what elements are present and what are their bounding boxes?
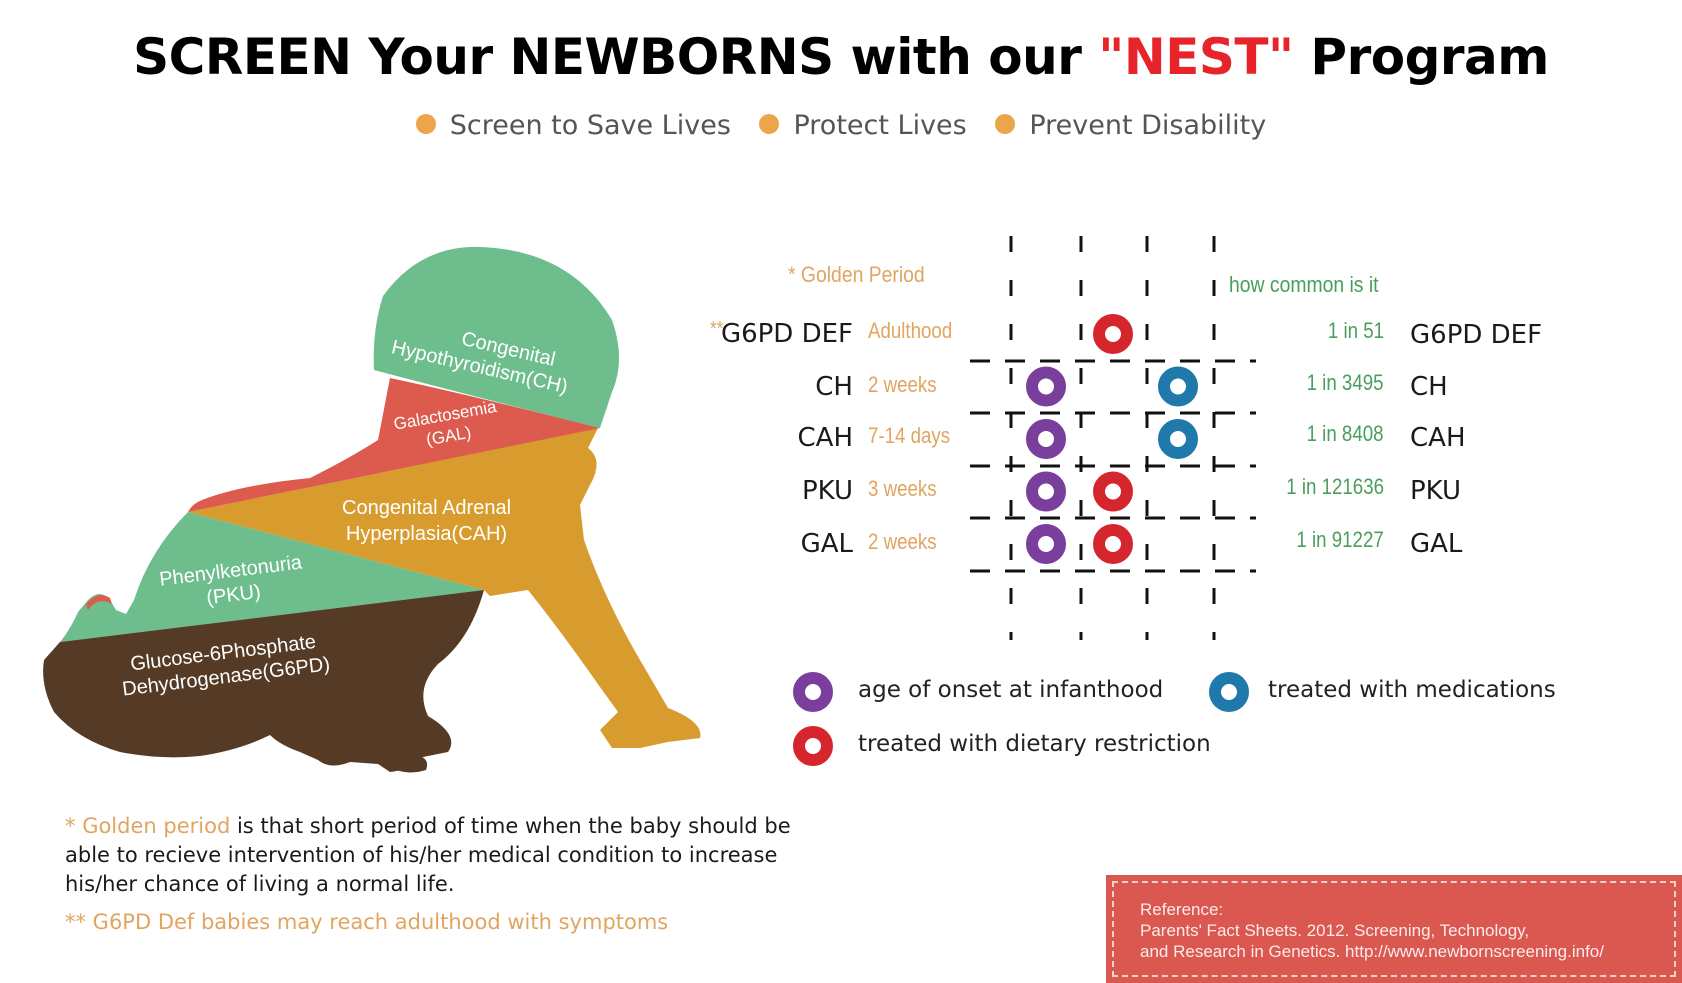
footnote-text-1: is that short period of time when the ba…: [230, 814, 791, 838]
row-name: CAH: [797, 423, 854, 453]
reference-line-2: and Research in Genetics. http://www.new…: [1140, 942, 1604, 961]
row-frequency: 1 in 51: [1327, 318, 1384, 343]
golden-period-footnote: * Golden period is that short period of …: [65, 812, 865, 899]
bullet-dot-icon: [759, 114, 780, 134]
baby-body-cah: [188, 428, 701, 748]
tagline-text: Screen to Save Lives: [449, 110, 731, 141]
row-frequency: 1 in 91227: [1296, 527, 1384, 552]
how-common-header: how common is it: [1229, 272, 1379, 297]
grid-horizontals: [970, 359, 1256, 573]
row-period: 2 weeks: [868, 529, 937, 554]
ring-medications-icon: [1158, 366, 1198, 407]
bullet-dot-icon: [995, 114, 1016, 134]
ring-infanthood-icon: [1026, 524, 1066, 564]
label-cah: Congenital Adrenal Hyperplasia(CAH): [342, 495, 511, 547]
reference-border: Reference: Parents' Fact Sheets. 2012. S…: [1112, 881, 1676, 977]
footnote-line-1: * Golden period is that short period of …: [65, 812, 865, 841]
tagline-1: Screen to Save Lives: [415, 110, 731, 141]
row-name-right: PKU: [1410, 476, 1462, 506]
row-period: 2 weeks: [868, 372, 937, 397]
footnote-line-3: his/her chance of living a normal life.: [65, 872, 455, 896]
row-name: CH: [815, 372, 853, 402]
title-post: Program: [1293, 28, 1549, 86]
row-period: 7-14 days: [868, 423, 951, 448]
ring-infanthood-icon: [1026, 419, 1066, 459]
row-name-right: CH: [1410, 372, 1448, 402]
row-name-right: G6PD DEF: [1410, 320, 1543, 350]
baby-toes: [380, 756, 428, 773]
ring-dietary-icon: [1093, 314, 1133, 354]
page-title: SCREEN Your NEWBORNS with our "NEST" Pro…: [0, 28, 1682, 86]
baby-band-gal: [188, 378, 600, 512]
golden-marker: *: [788, 262, 796, 287]
ring-dietary-icon: [1093, 471, 1133, 512]
taglines: Screen to Save Lives Protect Lives Preve…: [0, 110, 1682, 141]
reference-line-1: Parents' Fact Sheets. 2012. Screening, T…: [1140, 921, 1530, 940]
tagline-2: Protect Lives: [759, 110, 967, 141]
ring-infanthood-icon: [1026, 471, 1066, 512]
ring-medications-icon: [1158, 419, 1198, 459]
baby-segment-g6pd: [43, 590, 484, 772]
title-highlight: "NEST": [1098, 28, 1294, 86]
footnote-star: *: [65, 814, 76, 838]
row-frequency: 1 in 8408: [1307, 421, 1384, 446]
footnote-term: Golden period: [82, 814, 231, 838]
label-cah-line1: Congenital Adrenal: [342, 497, 512, 519]
baby-accent: [86, 595, 112, 610]
row-frequency: 1 in 121636: [1286, 474, 1384, 499]
golden-period-header: * Golden Period: [788, 262, 925, 288]
row-name-right: CAH: [1410, 423, 1466, 453]
g6pd-footnote: ** G6PD Def babies may reach adulthood w…: [65, 910, 669, 934]
label-cah-line2: Hyperplasia(CAH): [345, 523, 508, 545]
baby-segment-pku: [60, 512, 484, 642]
legend-dietary-ring-icon: [793, 726, 833, 766]
row-name-right: GAL: [1410, 529, 1463, 559]
legend-dietary: treated with dietary restriction: [858, 731, 1211, 757]
row-name: PKU: [801, 476, 853, 506]
row-name: GAL: [800, 529, 853, 559]
ring-dietary-icon: [1093, 524, 1133, 564]
footnote-line-2: able to recieve intervention of his/her …: [65, 843, 778, 867]
legend-medications: treated with medications: [1268, 677, 1556, 703]
ring-infanthood-icon: [1026, 366, 1066, 407]
row-frequency: 1 in 3495: [1307, 370, 1384, 395]
tagline-text: Prevent Disability: [1029, 110, 1267, 141]
legend-infanthood: age of onset at infanthood: [858, 677, 1164, 703]
bullet-dot-icon: [415, 114, 436, 134]
golden-header-text: Golden Period: [800, 262, 925, 287]
row-marker: **: [710, 318, 724, 340]
reference-box: Reference: Parents' Fact Sheets. 2012. S…: [1106, 875, 1682, 983]
reference-heading: Reference:: [1140, 900, 1224, 919]
tagline-text: Protect Lives: [793, 110, 967, 141]
legend-infanthood-ring-icon: [793, 672, 833, 712]
row-name: G6PD DEF: [720, 319, 853, 349]
baby-head-ch: [373, 246, 619, 428]
row-period: Adulthood: [868, 318, 953, 343]
title-pre: SCREEN Your NEWBORNS with our: [133, 28, 1099, 86]
row-period: 3 weeks: [868, 476, 937, 501]
tagline-3: Prevent Disability: [995, 110, 1266, 141]
legend-medications-ring-icon: [1209, 672, 1249, 712]
